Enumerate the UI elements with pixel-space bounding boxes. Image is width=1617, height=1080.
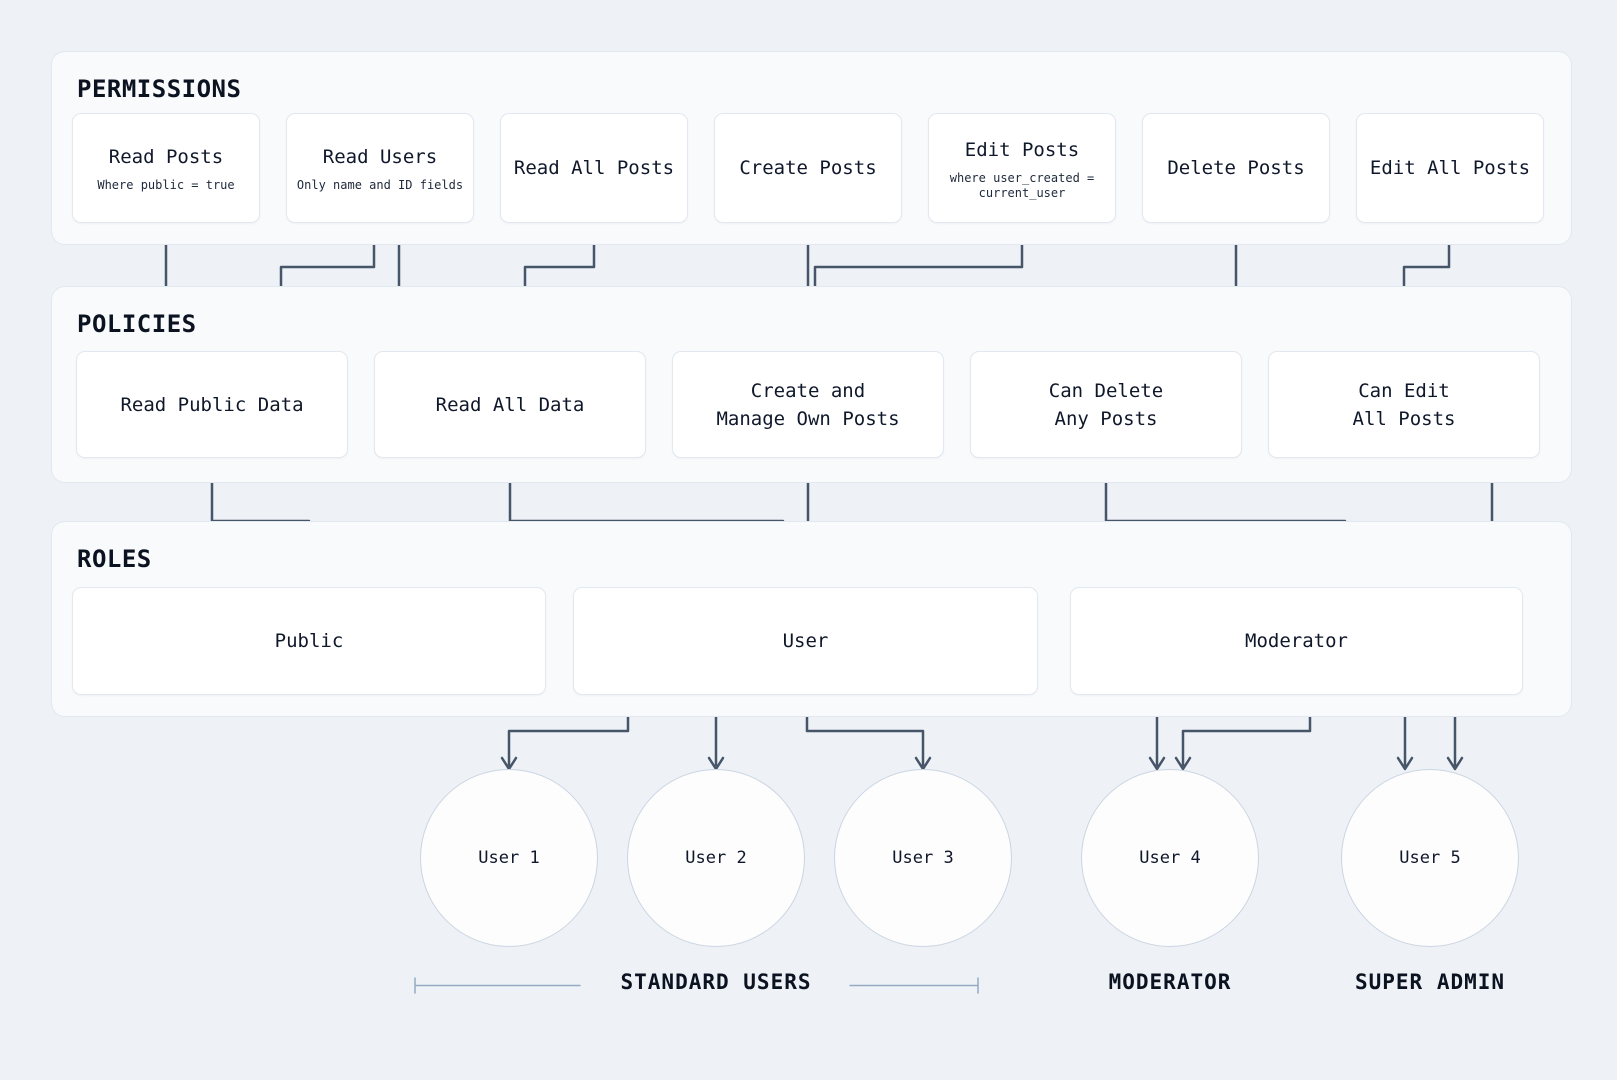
permission-node-delete-posts: Delete Posts [1142,113,1330,223]
permission-node-read-posts: Read Posts Where public = true [72,113,260,223]
policy-node-can-delete-any-posts: Can Delete Any Posts [970,351,1242,458]
node-title: Edit All Posts [1369,157,1531,179]
permission-node-edit-all-posts: Edit All Posts [1356,113,1544,223]
user-circle-5: User 5 [1341,769,1519,947]
policy-node-read-all-data: Read All Data [374,351,646,458]
permission-node-create-posts: Create Posts [714,113,902,223]
permission-node-read-users: Read Users Only name and ID fields [286,113,474,223]
user-circle-label: User 1 [478,848,540,868]
node-title: Edit Posts [964,138,1080,161]
role-node-user: User [573,587,1038,695]
node-title: User [782,630,829,652]
user-circle-1: User 1 [420,769,598,947]
user-circle-label: User 2 [685,848,747,868]
node-title: Read Users [322,146,438,168]
node-title: Read Public Data [120,393,304,416]
policies-panel-title: POLICIES [77,310,197,338]
policy-node-read-public-data: Read Public Data [76,351,348,458]
standard-users-bracket-right [849,977,979,994]
user-circle-label: User 5 [1399,848,1461,868]
permission-node-edit-posts: Edit Posts where user_created = current_… [928,113,1116,223]
group-label-moderator: MODERATOR [1108,970,1232,994]
node-title: Moderator [1245,630,1348,652]
permissions-panel-title: PERMISSIONS [77,75,242,103]
user-circle-label: User 4 [1139,848,1201,868]
user-circle-2: User 2 [627,769,805,947]
node-subtitle: where user_created = current_user [949,170,1095,200]
node-title: Delete Posts [1167,157,1305,179]
user-circle-3: User 3 [834,769,1012,947]
node-title: Create Posts [739,157,877,179]
user-circle-4: User 4 [1081,769,1259,947]
group-label-standard-users: STANDARD USERS [620,970,812,994]
node-title: Create and Manage Own Posts [716,379,900,430]
permission-node-read-all-posts: Read All Posts [500,113,688,223]
node-title: Read All Data [435,393,585,416]
roles-panel-title: ROLES [77,545,152,573]
role-node-public: Public [72,587,546,695]
standard-users-bracket-left [414,977,581,994]
node-subtitle: Where public = true [97,178,235,192]
policy-node-create-and-manage-own-posts: Create and Manage Own Posts [672,351,944,458]
node-title: Public [274,630,344,652]
node-title: Read Posts [108,146,224,168]
node-title: Can Delete Any Posts [1048,379,1164,430]
user-circle-label: User 3 [892,848,954,868]
node-subtitle: Only name and ID fields [296,178,464,192]
node-title: Read All Posts [513,157,675,179]
group-label-super-admin: SUPER ADMIN [1354,970,1506,994]
node-title: Can Edit All Posts [1352,379,1456,430]
policy-node-can-edit-all-posts: Can Edit All Posts [1268,351,1540,458]
role-node-moderator: Moderator [1070,587,1523,695]
